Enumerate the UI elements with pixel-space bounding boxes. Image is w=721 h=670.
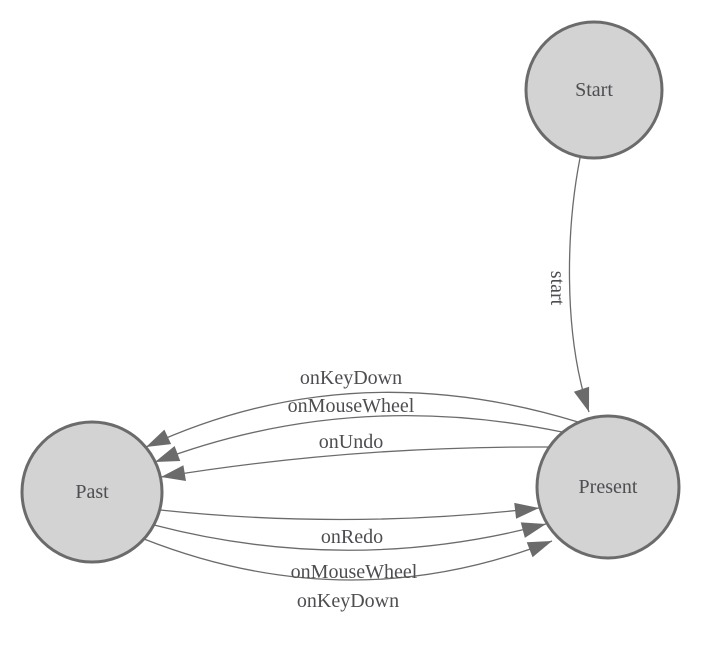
node-label-past: Past [75, 481, 109, 503]
edge-label-onmousewheel-bottom: onMouseWheel [291, 561, 418, 583]
edge-past-to-present-onmousewheel[interactable] [153, 522, 547, 551]
edge-label-onmousewheel-top: onMouseWheel [288, 395, 415, 417]
edge-label-onredo: onRedo [321, 526, 383, 548]
state-node-start[interactable] [524, 20, 664, 160]
edge-present-to-past-onkeydown[interactable] [145, 391, 579, 448]
node-label-start: Start [575, 79, 613, 101]
edge-start-to-present[interactable] [568, 157, 590, 413]
edge-label-onkeydown-bottom: onKeyDown [297, 590, 399, 612]
edge-present-to-past-onmousewheel[interactable] [154, 414, 563, 463]
edge-label-onundo: onUndo [319, 431, 383, 453]
edge-past-to-present-onredo[interactable] [159, 502, 540, 521]
edge-present-to-past-onundo[interactable] [160, 446, 549, 482]
node-label-present: Present [579, 476, 638, 498]
edge-label-start: start [546, 271, 568, 306]
edge-label-onkeydown-top: onKeyDown [300, 367, 402, 389]
state-node-past[interactable] [20, 420, 164, 564]
edge-past-to-present-onkeydown[interactable] [143, 538, 553, 581]
state-node-present[interactable] [535, 414, 681, 560]
